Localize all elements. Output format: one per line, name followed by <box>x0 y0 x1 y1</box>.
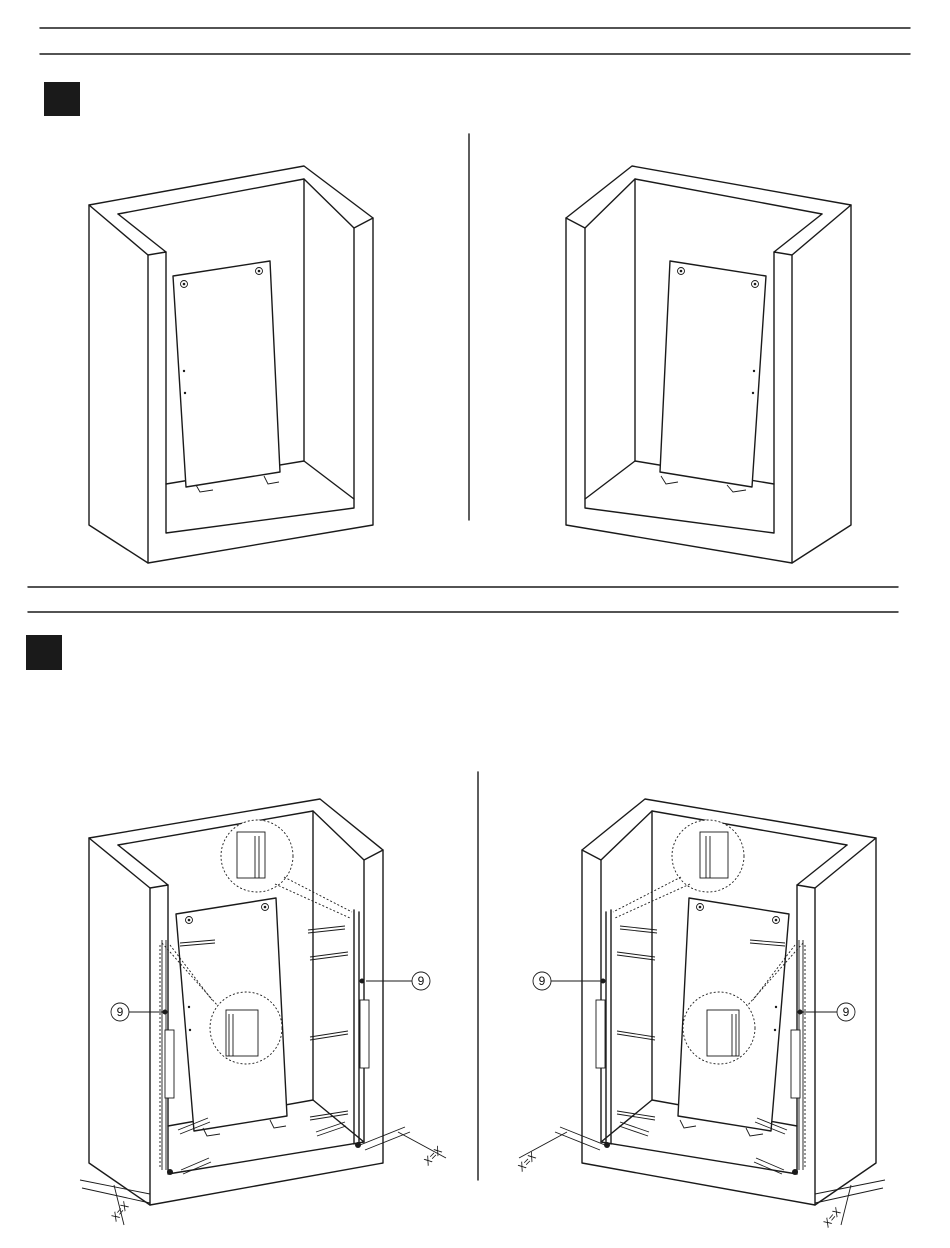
step-badge-2 <box>26 635 62 670</box>
panel-top-left <box>173 261 280 487</box>
dimension-br-left: X=X <box>515 1150 540 1175</box>
panel-top-right <box>660 261 766 487</box>
callout-bl-right: 9 <box>418 974 425 988</box>
step-badge-1 <box>44 82 80 116</box>
callout-bl-left: 9 <box>117 1005 124 1019</box>
dimension-bl-bottom: X=X <box>108 1200 132 1225</box>
callout-br-left: 9 <box>539 974 546 988</box>
callout-br-right: 9 <box>843 1005 850 1019</box>
cabinet-bottom-left <box>80 799 446 1225</box>
cabinet-bottom-right <box>519 799 885 1225</box>
dimension-bl-right: X=X <box>421 1144 446 1169</box>
dimension-br-bottom: X=X <box>820 1206 844 1231</box>
cabinet-top-left <box>89 166 373 563</box>
cabinet-top-right <box>566 166 851 563</box>
